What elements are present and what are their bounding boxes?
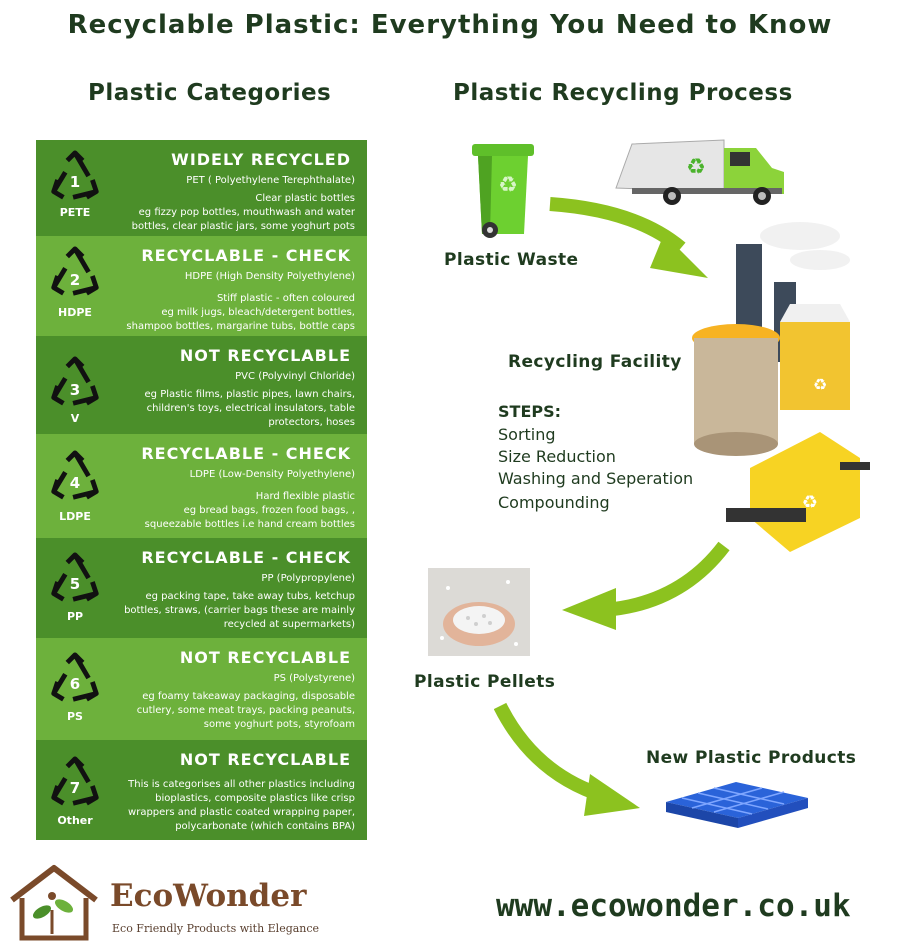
recycle-symbol-icon — [46, 354, 104, 414]
category-code: PS — [67, 710, 83, 723]
category-4: LDPE RECYCLABLE - CHECK LDPE (Low-Densit… — [36, 434, 367, 538]
category-type: HDPE (High Density Polyethylene) — [184, 271, 355, 282]
category-3: V NOT RECYCLABLE PVC (Polyvinyl Chloride… — [36, 336, 367, 434]
garbage-truck-icon: ♻ — [615, 139, 784, 205]
categories-heading: Plastic Categories — [88, 80, 332, 106]
category-description: This is categorises all other plastics i… — [128, 779, 355, 832]
steps-list: Sorting Size Reduction Washing and Seper… — [498, 424, 693, 514]
category-status: RECYCLABLE - CHECK — [141, 444, 351, 463]
category-code: LDPE — [59, 510, 91, 523]
recycle-symbol-icon — [46, 448, 104, 508]
recycle-symbol-icon — [46, 244, 104, 304]
recycle-symbol-icon — [46, 650, 104, 710]
pellets-photo — [428, 568, 530, 656]
new-products-label: New Plastic Products — [646, 748, 857, 768]
category-5: PP RECYCLABLE - CHECK PP (Polypropylene)… — [36, 538, 367, 638]
category-code: Other — [57, 814, 93, 827]
steps-heading: STEPS: — [498, 402, 562, 421]
plastic-pellets-label: Plastic Pellets — [414, 672, 556, 692]
category-description: eg Plastic films, plastic pipes, lawn ch… — [144, 389, 355, 428]
step-item: Size Reduction — [498, 447, 616, 466]
arrow-to-products — [494, 702, 640, 816]
house-logo-icon — [10, 865, 98, 941]
category-type: PS (Polystyrene) — [273, 673, 355, 684]
plastic-pallet-icon — [666, 782, 808, 828]
factory-icon: ♻ ♻ — [692, 222, 870, 552]
category-type: LDPE (Low-Density Polyethylene) — [189, 469, 355, 480]
category-type: PET ( Polyethylene Terephthalate) — [186, 175, 355, 186]
process-heading: Plastic Recycling Process — [453, 80, 793, 106]
category-code: V — [70, 412, 80, 425]
website-link[interactable]: www.ecowonder.co.uk — [496, 888, 851, 924]
step-item: Compounding — [498, 493, 610, 512]
svg-text:♻: ♻ — [813, 375, 827, 394]
category-status: RECYCLABLE - CHECK — [141, 548, 351, 567]
category-description: eg packing tape, take away tubs, ketchup… — [124, 591, 355, 630]
brand-name: EcoWonder — [110, 878, 307, 914]
category-2: HDPE RECYCLABLE - CHECK HDPE (High Densi… — [36, 236, 367, 336]
category-code: PETE — [59, 206, 91, 219]
page-title: Recyclable Plastic: Everything You Need … — [67, 10, 833, 40]
recycling-facility-label: Recycling Facility — [508, 352, 682, 372]
arrow-to-facility — [549, 197, 708, 278]
category-code: PP — [66, 610, 84, 623]
recycle-symbol-icon — [46, 148, 104, 208]
svg-text:♻: ♻ — [802, 492, 818, 513]
category-type: PP (Polypropylene) — [261, 573, 355, 584]
plastic-waste-label: Plastic Waste — [444, 250, 579, 270]
svg-text:♻: ♻ — [686, 155, 706, 180]
recycling-bin-icon: ♻ — [472, 144, 534, 238]
category-1: PETE WIDELY RECYCLED PET ( Polyethylene … — [36, 140, 367, 236]
step-item: Washing and Seperation — [498, 469, 694, 488]
arrow-to-pellets — [562, 541, 730, 630]
brand-tagline: Eco Friendly Products with Elegance — [112, 922, 320, 935]
category-status: NOT RECYCLABLE — [179, 648, 351, 667]
category-6: PS NOT RECYCLABLE PS (Polystyrene) eg fo… — [36, 638, 367, 740]
category-type: PVC (Polyvinyl Chloride) — [235, 371, 355, 382]
category-status: WIDELY RECYCLED — [171, 150, 351, 169]
recycle-symbol-icon — [46, 550, 104, 610]
category-status: NOT RECYCLABLE — [179, 750, 351, 769]
step-item: Sorting — [498, 425, 556, 444]
category-7: Other NOT RECYCLABLE This is categorises… — [36, 740, 367, 840]
plastic-categories-list: PETE WIDELY RECYCLED PET ( Polyethylene … — [36, 140, 367, 840]
category-status: NOT RECYCLABLE — [179, 346, 351, 365]
svg-text:♻: ♻ — [498, 173, 518, 198]
category-status: RECYCLABLE - CHECK — [141, 246, 351, 265]
category-code: HDPE — [58, 306, 92, 319]
